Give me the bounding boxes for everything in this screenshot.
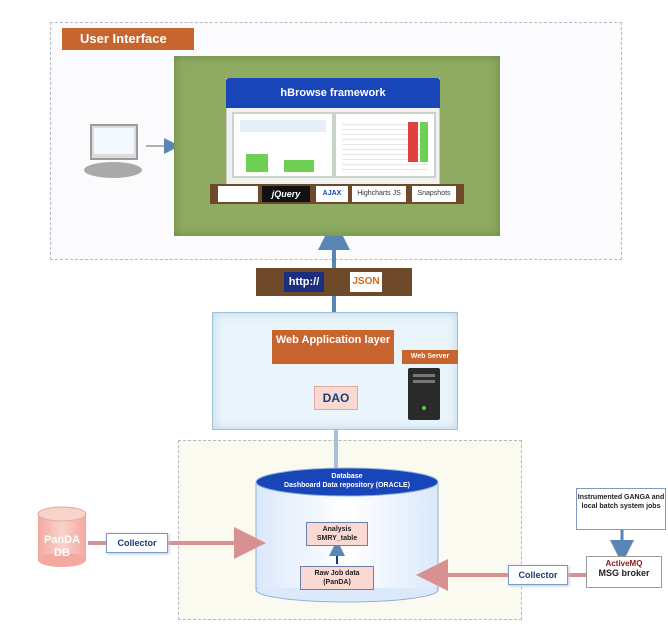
database-title-line2: Dashboard Data repository (ORACLE) — [283, 482, 411, 489]
library-logo-1 — [218, 186, 258, 202]
analysis-summary-table: Analysis SMRY_table — [306, 522, 368, 546]
panda-db-cylinder — [37, 506, 87, 567]
user-interface-label: User Interface — [62, 28, 194, 50]
panda-db-label: PanDA DB — [43, 534, 81, 559]
library-logo-jquery: jQuery — [262, 186, 310, 202]
activemq-logo: ActiveMQ — [605, 559, 643, 568]
web-application-layer: Web Application layer — [272, 330, 394, 364]
library-logo-ajax: AJAX — [316, 186, 348, 202]
screenshot-thumbnail-left — [232, 112, 334, 178]
raw-job-data-table: Raw Job data (PanDA) — [300, 566, 374, 590]
dao-box: DAO — [314, 386, 358, 410]
collector-left: Collector — [106, 533, 168, 553]
web-server-label: Web Server — [402, 350, 458, 364]
library-logo-highcharts: Highcharts JS — [352, 186, 406, 202]
desktop-computer-icon — [84, 124, 154, 182]
database-title: Database Dashboard Data repository (ORAC… — [258, 472, 436, 490]
instrumented-jobs-box: Instrumented GANGA and local batch syste… — [576, 488, 666, 530]
library-logo-snapshots: Snapshots — [412, 186, 456, 202]
json-logo: JSON — [350, 272, 382, 292]
screenshot-thumbnail-right — [334, 112, 436, 178]
msg-broker-box: ActiveMQ MSG broker — [586, 556, 662, 588]
database-title-line1: Database — [331, 473, 363, 480]
protocol-bar — [256, 268, 412, 296]
hbrowse-title: hBrowse framework — [226, 78, 440, 108]
server-tower-icon — [408, 368, 440, 420]
collector-right: Collector — [508, 565, 568, 585]
msg-broker-label: MSG broker — [598, 568, 650, 578]
http-logo: http:// — [284, 272, 324, 292]
